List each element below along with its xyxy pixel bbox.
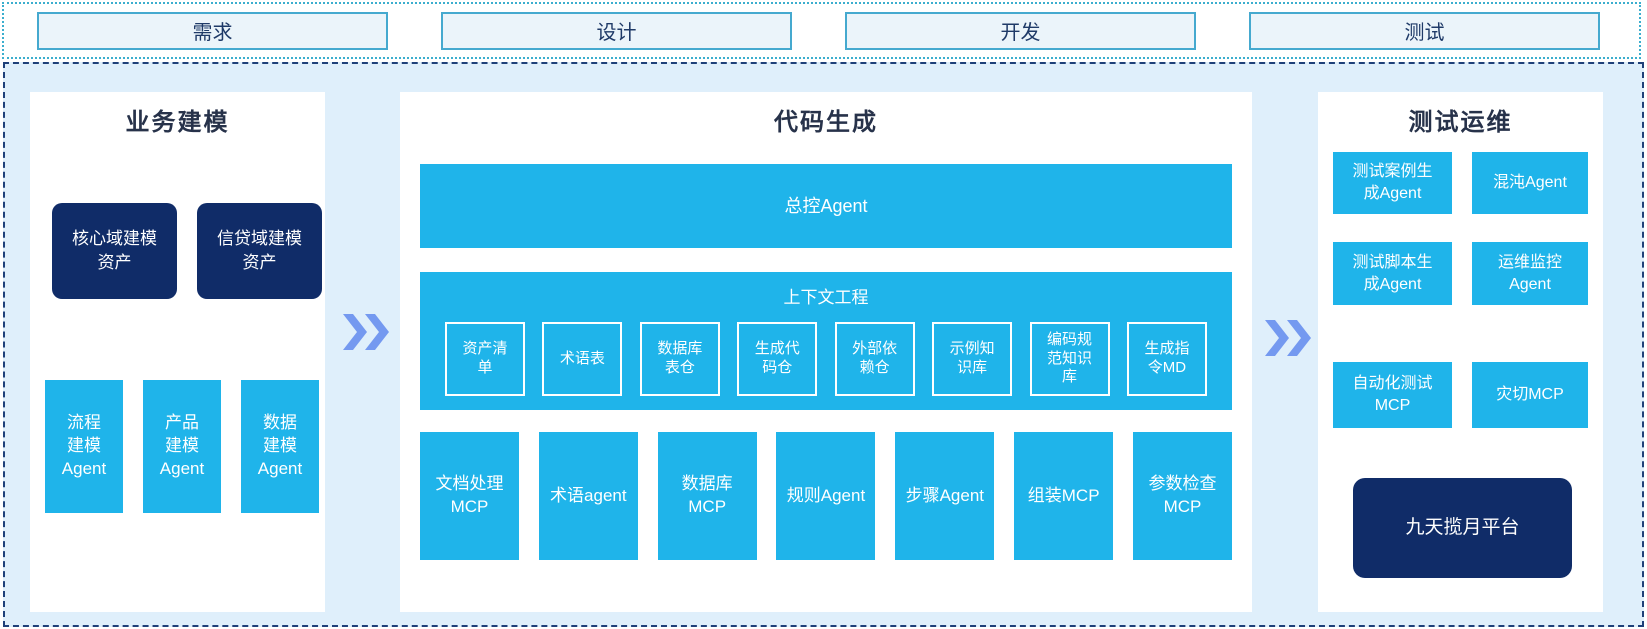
double-chevron-arrow-icon: [343, 314, 389, 350]
context-item-example-kb: 示例知 识库: [932, 322, 1013, 396]
context-engineering-block: 上下文工程 资产清 单 术语表 数据库 表仓 生成代 码仓 外部依 赖仓 示例知…: [420, 272, 1232, 410]
agent-box-product-modeling: 产品 建模 Agent: [143, 380, 221, 513]
phase-box-requirements: 需求: [37, 11, 388, 50]
phase-box-testing: 测试: [1249, 11, 1600, 50]
test-box-chaos: 混沌Agent: [1472, 152, 1588, 214]
context-item-gen-code-repo: 生成代 码仓: [737, 322, 818, 396]
context-engineering-title: 上下文工程: [783, 288, 869, 307]
phase-strip: 需求 设计 开发 测试: [2, 2, 1641, 59]
test-box-auto-test-mcp: 自动化测试 MCP: [1333, 362, 1452, 428]
main-panel: 业务建模 核心域建模 资产 信贷域建模 资产 流程 建模 Agent 产品 建模…: [3, 62, 1644, 627]
context-item-coding-standards-kb: 编码规 范知识 库: [1029, 322, 1110, 396]
context-item-db-table-repo: 数据库 表仓: [639, 322, 720, 396]
mcp-box-database: 数据库 MCP: [657, 432, 757, 560]
context-item-external-deps-repo: 外部依 赖仓: [834, 322, 915, 396]
asset-box-credit-domain: 信贷域建模 资产: [197, 203, 322, 299]
mcp-box-assembly: 组装MCP: [1014, 432, 1114, 560]
agent-box-data-modeling: 数据 建模 Agent: [241, 380, 319, 513]
modeling-agents-row: 流程 建模 Agent 产品 建模 Agent 数据 建模 Agent: [45, 380, 319, 513]
mcp-agents-row: 文档处理 MCP 术语agent 数据库 MCP 规则Agent 步骤Agent…: [420, 432, 1232, 560]
phase-box-development: 开发: [845, 11, 1196, 50]
code-gen-panel: 代码生成 总控Agent 上下文工程 资产清 单 术语表 数据库 表仓 生成代 …: [400, 92, 1252, 612]
context-item-asset-list: 资产清 单: [445, 322, 525, 396]
test-box-disaster-switch: 灾切MCP: [1472, 362, 1588, 428]
context-items-row: 资产清 单 术语表 数据库 表仓 生成代 码仓 外部依 赖仓 示例知 识库 编码…: [445, 322, 1207, 396]
double-chevron-arrow-icon: [1265, 320, 1311, 356]
mcp-box-param-check: 参数检查 MCP: [1132, 432, 1232, 560]
business-modeling-title: 业务建模: [125, 109, 230, 136]
context-item-gen-instruction-md: 生成指 令MD: [1126, 322, 1207, 396]
test-box-case-gen: 测试案例生 成Agent: [1333, 152, 1452, 214]
mcp-box-glossary-agent: 术语agent: [538, 432, 638, 560]
agent-box-process-modeling: 流程 建模 Agent: [45, 380, 123, 513]
asset-box-core-domain: 核心域建模 资产: [52, 203, 177, 299]
code-gen-title: 代码生成: [774, 109, 878, 136]
master-agent-bar: 总控Agent: [420, 164, 1232, 248]
mcp-box-doc-processing: 文档处理 MCP: [420, 432, 519, 560]
mcp-box-rule-agent: 规则Agent: [776, 432, 876, 560]
mcp-box-step-agent: 步骤Agent: [895, 432, 995, 560]
phase-box-design: 设计: [441, 11, 792, 50]
business-modeling-panel: 业务建模 核心域建模 资产 信贷域建模 资产 流程 建模 Agent 产品 建模…: [30, 92, 325, 612]
test-box-script-gen: 测试脚本生 成Agent: [1333, 242, 1452, 305]
modeling-assets-row: 核心域建模 资产 信贷域建模 资产: [52, 203, 322, 299]
test-ops-title: 测试运维: [1408, 109, 1513, 136]
test-ops-panel: 测试运维 测试案例生 成Agent 混沌Agent 测试脚本生 成Agent 运…: [1318, 92, 1603, 612]
test-box-ops-monitor: 运维监控 Agent: [1472, 242, 1588, 305]
platform-box-jiutian: 九天揽月平台: [1353, 478, 1572, 578]
context-item-glossary: 术语表: [542, 322, 623, 396]
